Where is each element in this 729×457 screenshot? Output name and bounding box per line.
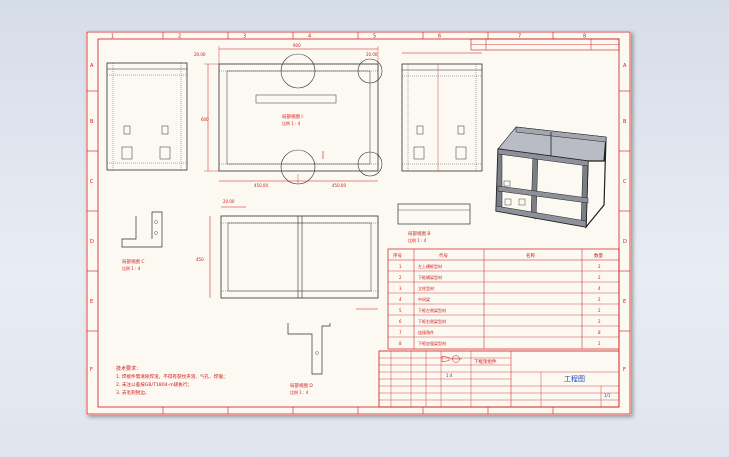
detail-view-c[interactable]: 局部视图 C 比例 1 : 4 bbox=[121, 211, 163, 271]
bom-table: 序号 代号 名称 数量 1 左上横框型材 2 2 下框横梁型材 2 3 立柱型材… bbox=[387, 248, 620, 350]
view-c-label: 局部视图 C bbox=[122, 258, 145, 265]
col-mark: 4 bbox=[308, 34, 311, 40]
dim-top-right: 20.00 bbox=[366, 52, 378, 57]
bom-header-no: 序号 bbox=[393, 252, 402, 259]
dim-plan-top: 20.00 bbox=[223, 199, 235, 204]
notes-line-1: 1. 焊接件需清除焊渣，不得有裂纹夹渣、气孔、焊瘤； bbox=[116, 373, 228, 380]
col-mark: 8 bbox=[583, 34, 586, 40]
sheet-outer-border bbox=[86, 31, 631, 415]
dim-top-left: 20.00 bbox=[194, 52, 206, 57]
row-mark: C bbox=[623, 179, 627, 185]
view-b-scale: 比例 1 : 4 bbox=[408, 237, 427, 243]
row-mark: F bbox=[90, 367, 93, 373]
bom-row-qty: 2 bbox=[598, 264, 601, 269]
title-block: 下框架组件 工程图 1:4 1/1 bbox=[378, 350, 620, 408]
drawing-name: 下框架组件 bbox=[474, 358, 497, 365]
bom-row-no: 3 bbox=[399, 286, 402, 291]
dim-left-height: 600 bbox=[201, 117, 209, 122]
column-marks: 1 2 3 4 5 6 7 8 bbox=[111, 32, 586, 414]
bom-row-qty: 2 bbox=[598, 275, 601, 280]
bom-row-qty: 8 bbox=[598, 330, 601, 335]
revision-block bbox=[470, 38, 620, 51]
side-view-left[interactable] bbox=[106, 62, 188, 171]
row-mark: E bbox=[623, 299, 626, 305]
side-view-right[interactable] bbox=[401, 52, 483, 172]
bom-header-qty: 数量 bbox=[594, 252, 603, 259]
col-mark: 3 bbox=[243, 34, 246, 40]
detail-view-d[interactable]: 局部视图 D 比例 1 : 4 bbox=[287, 323, 331, 395]
row-mark: E bbox=[90, 299, 93, 305]
bom-row-no: 1 bbox=[399, 264, 402, 269]
row-mark: C bbox=[90, 179, 94, 185]
bom-row-no: 4 bbox=[399, 297, 402, 302]
col-mark: 7 bbox=[518, 34, 521, 40]
col-mark: 1 bbox=[111, 34, 114, 40]
bom-row-name: 下框左侧梁型材 bbox=[418, 307, 446, 313]
detail-view-scale: 比例 1 : 4 bbox=[282, 120, 301, 126]
col-mark: 6 bbox=[438, 34, 441, 40]
row-mark: B bbox=[623, 119, 627, 125]
bom-header-name: 名称 bbox=[526, 252, 535, 259]
bom-row-name: 下框右侧梁型材 bbox=[418, 318, 446, 324]
sheet-inner-border bbox=[97, 38, 620, 408]
col-mark: 2 bbox=[178, 34, 181, 40]
drawing-sheet[interactable]: 1 2 3 4 5 6 7 8 A bbox=[86, 31, 631, 415]
bom-row-name: 下框加强梁型材 bbox=[418, 340, 446, 346]
view-d-label: 局部视图 D bbox=[290, 382, 313, 389]
company-name: 工程图 bbox=[564, 374, 585, 383]
dim-bottom-left: 450.00 bbox=[254, 183, 268, 188]
view-b-label: 局部视图 B bbox=[408, 230, 431, 237]
dim-top-width: 900 bbox=[293, 43, 301, 48]
row-marks: A B C D E F A B C D E F bbox=[87, 63, 630, 373]
bom-row-name: 左上横框型材 bbox=[418, 263, 442, 269]
bom-row-name: 中间梁 bbox=[418, 296, 430, 302]
notes-line-2: 2. 未注公差按GB/T1804-m级执行； bbox=[116, 381, 192, 388]
row-mark: A bbox=[90, 63, 94, 69]
bom-row-name: 连接角件 bbox=[418, 329, 434, 335]
bom-row-qty: 2 bbox=[598, 297, 601, 302]
row-mark: B bbox=[90, 119, 94, 125]
dim-plan-left: 450 bbox=[196, 257, 204, 262]
row-mark: D bbox=[90, 239, 94, 245]
front-view[interactable]: 900 20.00 20.00 600 450.00 450.00 局部视图 I… bbox=[194, 43, 383, 188]
plan-view[interactable]: 450 20.00 bbox=[196, 199, 379, 310]
bom-row-no: 5 bbox=[399, 308, 402, 313]
bom-row-qty: 2 bbox=[598, 341, 601, 346]
bom-row-no: 8 bbox=[399, 341, 402, 346]
drawing-scale: 1:4 bbox=[446, 373, 453, 378]
bom-row-name: 立柱型材 bbox=[418, 285, 434, 291]
bom-row-name: 下框横梁型材 bbox=[418, 274, 442, 280]
notes-line-3: 3. 去毛刺锐边。 bbox=[116, 389, 149, 396]
bom-row-qty: 4 bbox=[598, 286, 601, 291]
detail-view-top-part[interactable]: 局部视图 B 比例 1 : 4 bbox=[397, 203, 471, 243]
drawing-canvas: 1 2 3 4 5 6 7 8 A bbox=[86, 31, 631, 415]
sheet-number: 1/1 bbox=[604, 393, 611, 398]
bom-row-qty: 2 bbox=[598, 319, 601, 324]
dim-bottom-right: 450.00 bbox=[332, 183, 346, 188]
row-mark: D bbox=[623, 239, 627, 245]
technical-notes: 技术要求： 1. 焊接件需清除焊渣，不得有裂纹夹渣、气孔、焊瘤； 2. 未注公差… bbox=[116, 365, 228, 396]
bom-row-no: 6 bbox=[399, 319, 402, 324]
bom-row-qty: 2 bbox=[598, 308, 601, 313]
row-mark: F bbox=[623, 367, 626, 373]
col-mark: 5 bbox=[373, 34, 376, 40]
view-c-scale: 比例 1 : 4 bbox=[122, 265, 141, 271]
detail-view-label: 局部视图 I bbox=[282, 113, 303, 120]
bom-header-code: 代号 bbox=[439, 252, 448, 259]
bom-row-no: 7 bbox=[399, 330, 402, 335]
row-mark: A bbox=[623, 63, 627, 69]
isometric-view[interactable] bbox=[495, 126, 607, 229]
view-d-scale: 比例 1 : 4 bbox=[290, 389, 309, 395]
notes-title: 技术要求： bbox=[116, 365, 141, 372]
bom-row-no: 2 bbox=[399, 275, 402, 280]
